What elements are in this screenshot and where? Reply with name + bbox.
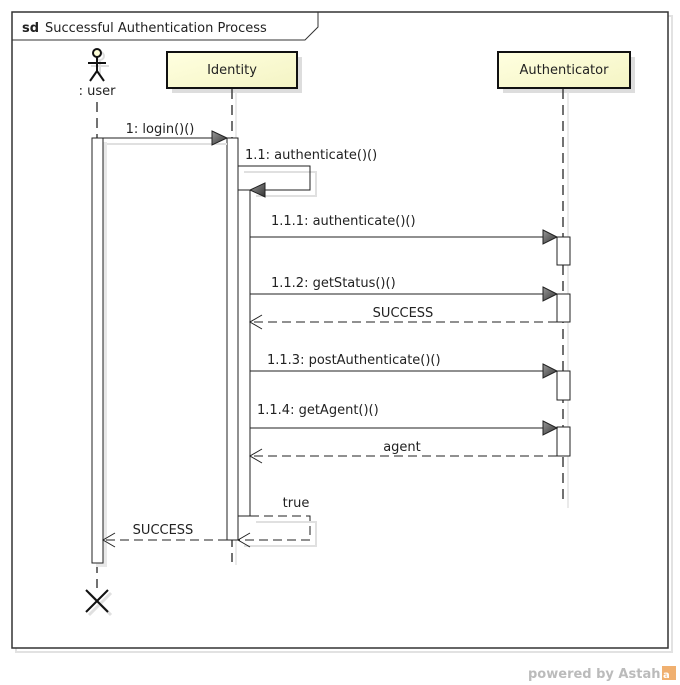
actor-user[interactable]: : user [79,48,117,99]
open-arrowhead-icon [102,532,116,548]
activation-authenticator [556,426,571,457]
return-true[interactable]: true [237,496,317,548]
frame-title: Successful Authentication Process [45,21,267,36]
object-authenticator[interactable]: Authenticator [497,51,631,89]
activation-authenticator [556,370,571,401]
message-label: 1.1: authenticate()() [245,148,377,163]
message-get-agent[interactable]: 1.1.4: getAgent()() [250,403,559,436]
powered-by-text: powered by Astah [528,667,660,682]
frame-keyword: sd [22,21,39,36]
activation-identity [226,137,239,541]
message-label: 1.1.4: getAgent()() [257,403,379,418]
message-label: agent [383,440,421,455]
return-success-user[interactable]: SUCCESS [102,523,227,548]
return-success-status[interactable]: SUCCESS [249,306,557,330]
message-label: 1.1.3: postAuthenticate()() [267,353,441,368]
object-label-authenticator: Authenticator [520,63,610,78]
arrowhead-icon [542,286,559,302]
open-arrowhead-icon [249,314,263,330]
astah-logo-icon: a [662,666,676,681]
message-login[interactable]: 1: login()() [103,122,229,146]
arrowhead-icon [542,229,559,245]
actor-icon [88,48,106,82]
return-agent[interactable]: agent [249,440,557,464]
message-label: true [283,496,310,511]
arrowhead-icon [542,363,559,379]
activation-user [91,137,104,564]
message-authenticate[interactable]: 1.1.1: authenticate()() [250,214,559,245]
activation-identity-nested [237,189,251,517]
activation-authenticator [556,236,571,266]
object-label-identity: Identity [207,63,257,78]
svg-text:a: a [663,670,670,681]
arrowhead-icon [248,182,266,198]
message-post-authenticate[interactable]: 1.1.3: postAuthenticate()() [250,353,559,379]
open-arrowhead-icon [249,448,263,464]
frame [11,11,669,649]
arrowhead-icon [211,130,229,146]
lifeline-label-user: : user [79,84,117,99]
message-get-status[interactable]: 1.1.2: getStatus()() [250,276,559,302]
activation-authenticator [556,293,571,323]
destroy-x-icon [85,589,109,613]
object-identity[interactable]: Identity [166,51,298,89]
arrowhead-icon [542,420,559,436]
frame-tab [12,12,319,41]
open-arrowhead-icon [237,532,251,548]
message-label: 1: login()() [126,122,195,137]
message-authenticate-self[interactable]: 1.1: authenticate()() [238,148,377,198]
message-label: 1.1.1: authenticate()() [271,214,416,229]
message-label: SUCCESS [133,523,194,538]
message-label: 1.1.2: getStatus()() [271,276,396,291]
message-label: SUCCESS [373,306,434,321]
